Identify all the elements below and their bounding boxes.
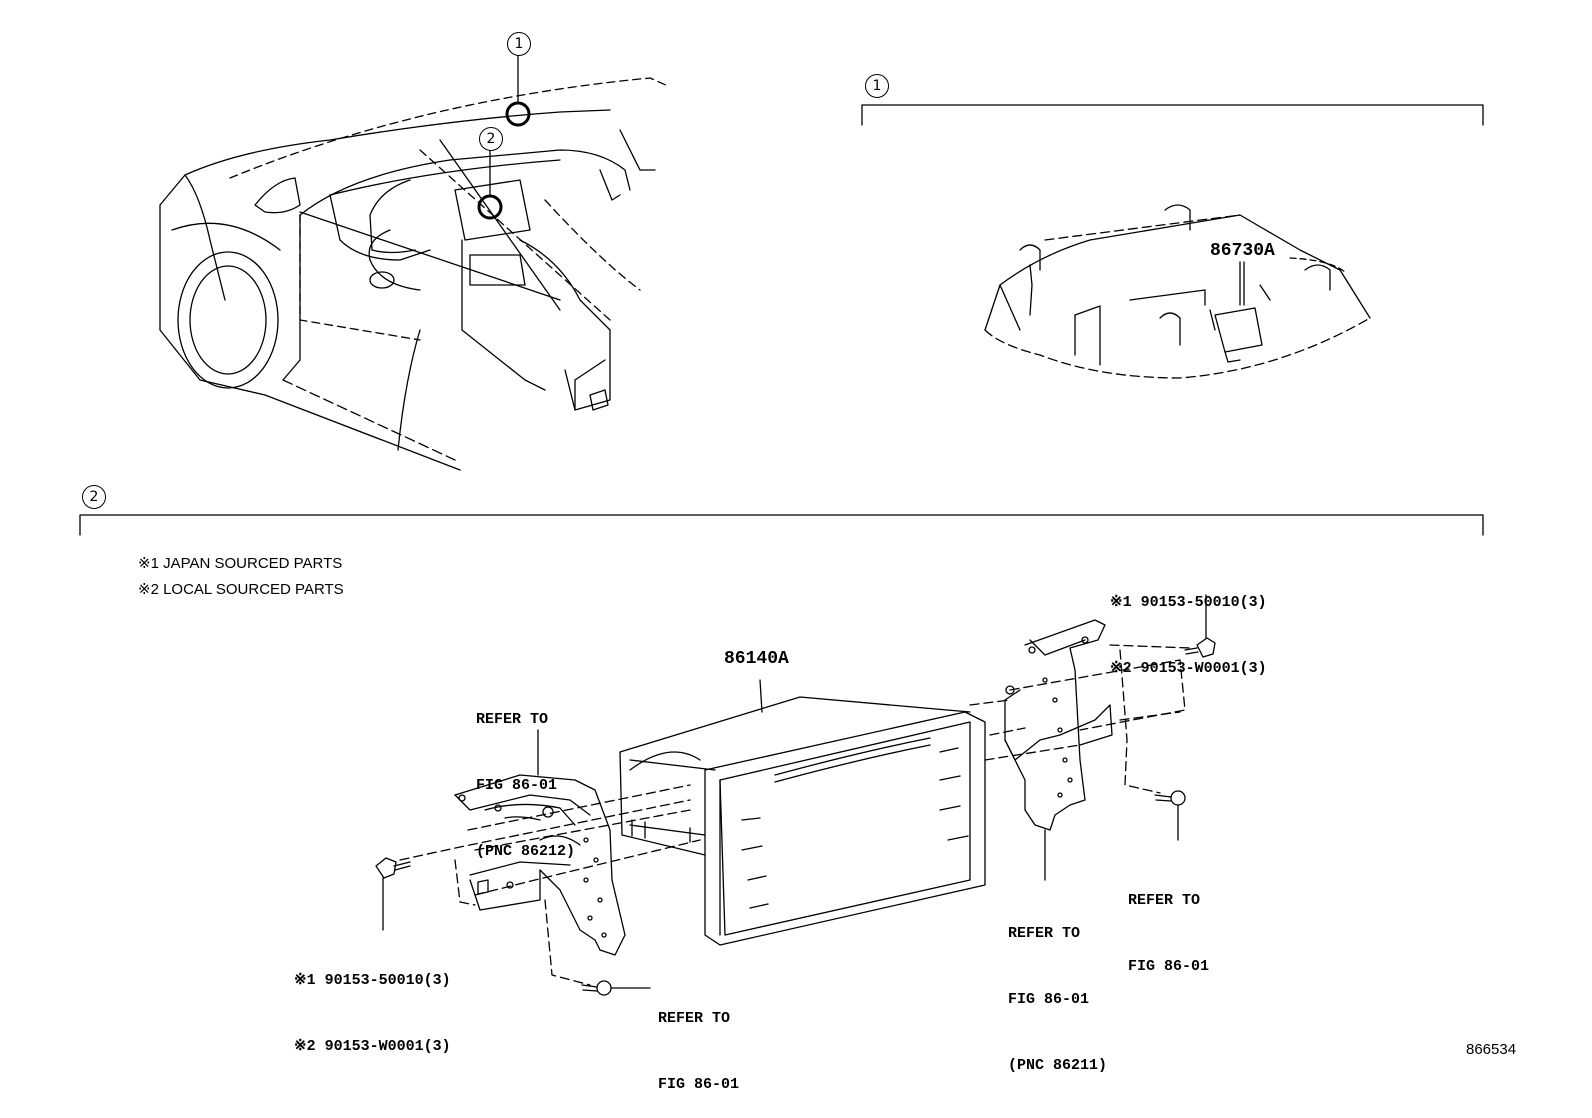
fasteners [375,261,1245,996]
right-bracket-callout: REFER TO FIG 86-01 (PNC 86211) [1008,925,1108,1074]
figure-number: 866534 [1466,1041,1517,1058]
bottom-screw-callout: REFER TO FIG 86-01 [658,1010,740,1093]
note-japan-sourced: ※1 JAPAN SOURCED PARTS [138,555,343,572]
note-local-sourced: ※2 LOCAL SOURCED PARTS [138,581,344,598]
overview-marker-1: 1 [507,32,531,56]
car-interior-illustration [159,77,669,471]
section-2-marker: 2 [82,485,106,509]
section-1-marker: 1 [865,74,889,98]
part-number-86730a: 86730A [1210,241,1275,261]
overhead-console-illustration [984,204,1371,379]
left-bracket-illustration [454,774,626,956]
location-markers [477,55,531,220]
section-2-frame [79,514,1484,536]
part-number-86140a: 86140A [724,649,789,669]
right-screw-callout: REFER TO FIG 86-01 [1128,892,1210,975]
phantom-lines [399,644,1191,986]
radio-display-illustration [619,696,986,946]
right-bracket-illustration [1004,619,1113,831]
top-right-bolt-callout: ※1 90153-50010(3) ※2 90153-W0001(3) [1110,594,1267,677]
left-bolt-callout: ※1 90153-50010(3) ※2 90153-W0001(3) [294,972,451,1055]
overview-marker-2: 2 [479,127,503,151]
left-bracket-callout: REFER TO FIG 86-01 (PNC 86212) [476,711,576,860]
section-1-frame [861,104,1484,126]
